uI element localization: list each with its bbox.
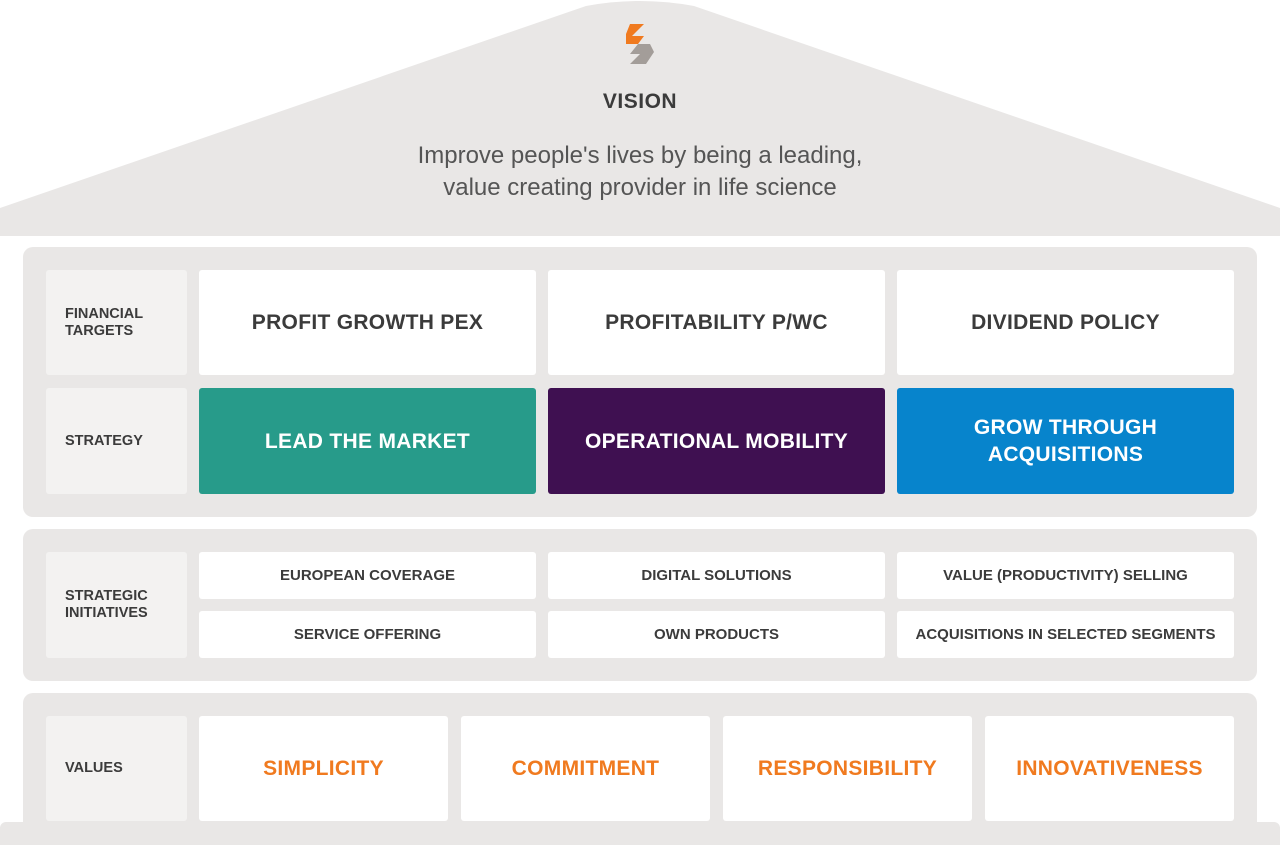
value-card: RESPONSIBILITY [723,716,972,821]
company-logo-icon [626,24,654,64]
strategy-line: ACQUISITIONS [987,443,1144,466]
initiative-card: EUROPEAN COVERAGE [199,552,536,599]
strategy-line: GROW THROUGH [973,416,1158,439]
vision-line-2: value creating provider in life science [443,174,837,201]
row-label-values: VALUES [46,716,187,821]
financial-target-card: PROFIT GROWTH PEX [199,270,536,375]
label-line: INITIATIVES [65,605,148,621]
financial-target-card: PROFITABILITY P/WC [548,270,885,375]
initiative-card: ACQUISITIONS IN SELECTED SEGMENTS [897,611,1234,658]
value-card: SIMPLICITY [199,716,448,821]
value-card: INNOVATIVENESS [985,716,1234,821]
vision-title: VISION [602,90,678,113]
initiative-card: VALUE (PRODUCTIVITY) SELLING [897,552,1234,599]
strategy-card-operational-mobility: OPERATIONAL MOBILITY [548,388,885,494]
strategy-line: OPERATIONAL MOBILITY [584,429,849,453]
initiative-card: OWN PRODUCTS [548,611,885,658]
row-label-financial-targets: FINANCIAL TARGETS [46,270,187,375]
value-card: COMMITMENT [461,716,710,821]
financial-target-card: DIVIDEND POLICY [897,270,1234,375]
vision-statement: Improve people's lives by being a leadin… [340,140,940,204]
label-line: TARGETS [65,322,134,339]
row-label-strategic-initiatives: STRATEGIC INITIATIVES [46,552,187,658]
strategy-line: LEAD THE MARKET [264,429,471,453]
house-base [0,822,1280,845]
vision-roof [0,1,1280,236]
label-line: FINANCIAL [65,305,144,322]
vision-line-1: Improve people's lives by being a leadin… [417,142,863,169]
strategy-card-lead-the-market: LEAD THE MARKET [199,388,536,494]
initiative-card: DIGITAL SOLUTIONS [548,552,885,599]
row-label-strategy: STRATEGY [46,388,187,494]
initiative-card: SERVICE OFFERING [199,611,536,658]
label-line: STRATEGIC [65,588,148,604]
strategy-card-grow-through-acquisitions: GROW THROUGH ACQUISITIONS [897,388,1234,494]
